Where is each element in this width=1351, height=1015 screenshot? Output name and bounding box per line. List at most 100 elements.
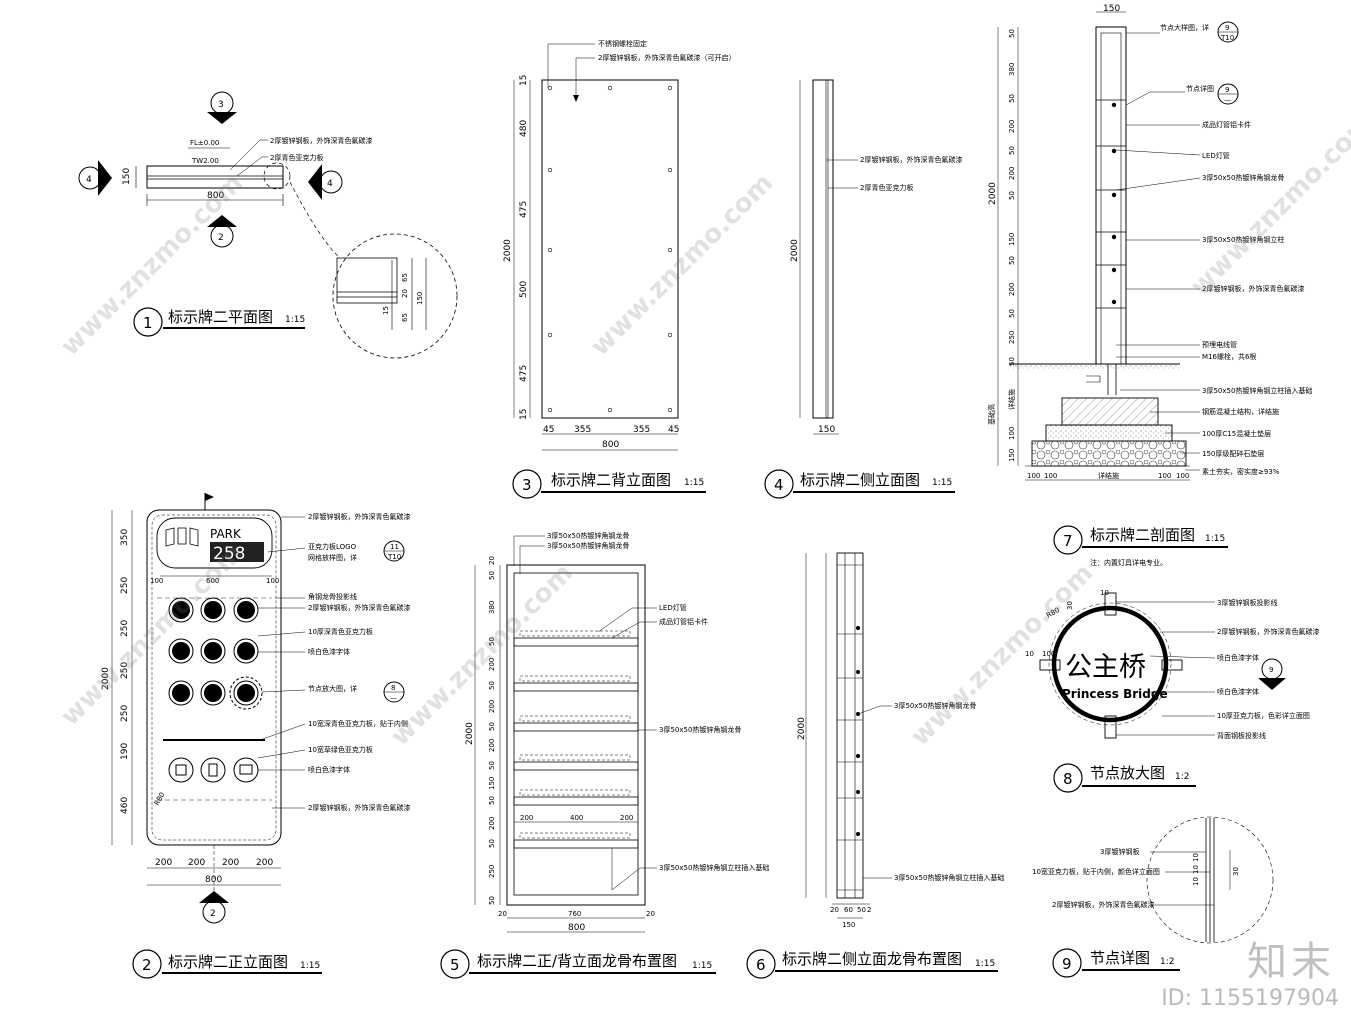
frameside-dim-2: 2 [867,906,871,914]
side-note-2: 2厚青色亚克力板 [860,183,913,192]
view-title-2: 2 标示牌二正立面图 1:15 [132,949,322,979]
section-dim-380: 380 [1008,63,1016,76]
svg-text:4: 4 [774,476,784,494]
section-bottom-100b: 100 [1044,472,1057,480]
front-dim-350: 350 [120,529,130,546]
svg-text:100厚C15混凝土垫层: 100厚C15混凝土垫层 [1202,429,1271,438]
node8-radius: R80 [1045,606,1061,620]
frame-side: 2000 3厚50x50热镀锌角钢龙骨 3厚50x50热镀锌角钢立柱插入基础 2… [797,552,1004,929]
view-title-8: 8 节点放大图 1:2 [1053,763,1196,793]
plan-tw-label: TW2.00 [191,157,219,165]
frame-notes: 3厚50x50热镀锌角钢龙骨 3厚50x50热镀锌角钢龙骨 LED灯管 成品灯管… [513,531,769,891]
svg-text:—: — [390,694,397,702]
view-title-1: 1 标示牌二平面图 1:15 [133,307,305,337]
front-top-dim-left: 100 [150,577,163,585]
svg-text:1:15: 1:15 [692,961,712,971]
front-bottom-marker: 2 [199,891,229,924]
svg-text:3厚50x50热镀锌角钢龙骨: 3厚50x50热镀锌角钢龙骨 [1202,173,1284,182]
svg-text:标示牌二正立面图: 标示牌二正立面图 [168,953,288,971]
front-dim-250c: 250 [120,662,130,679]
svg-text:5: 5 [450,956,460,974]
back-dim-top: 15 [519,75,529,86]
svg-text:喷白色漆字体: 喷白色漆字体 [308,765,350,774]
front-top-dim-mid: 600 [206,577,219,585]
frame-dim-50d: 50 [488,722,496,731]
front-radius: R80 [153,791,167,807]
frameside-note-1: 3厚50x50热镀锌角钢龙骨 [894,701,976,710]
svg-text:9: 9 [1269,666,1273,674]
back-dim-475b: 475 [519,365,529,382]
svg-text:1:15: 1:15 [975,959,995,969]
section-bottom-100d: 100 [1176,472,1189,480]
section-dim-50a: 50 [1008,29,1016,38]
image-id: ID: 1155197904 [1161,986,1339,1011]
view-title-9: 9 节点详图 1:2 [1052,948,1180,978]
svg-text:标示牌二平面图: 标示牌二平面图 [168,308,273,326]
svg-text:2: 2 [142,956,152,974]
svg-text:T10: T10 [1220,34,1234,42]
svg-text:LED灯管: LED灯管 [1202,151,1230,160]
view-title-6: 6 标示牌二侧立面龙骨布置图 1:15 [746,949,998,979]
svg-text:2: 2 [210,909,216,919]
frame-dim-50h: 50 [488,896,496,905]
plan-marker-left: 4 [78,160,112,196]
plan-view: 800 150 FL±0.00 TW2.00 2厚镀锌钢板，外饰深青色氟碳漆 2… [78,91,458,359]
svg-text:素土夯实，密实度≥93%: 素土夯实，密实度≥93% [1202,467,1280,476]
svg-text:8: 8 [391,684,395,692]
section-bottom-detail: 详结施 [1098,471,1119,480]
svg-text:钢筋混凝土结构，详结施: 钢筋混凝土结构，详结施 [1202,407,1279,416]
svg-text:2厚镀锌钢板，外饰深青色氟碳漆: 2厚镀锌钢板，外饰深青色氟碳漆 [1052,900,1154,909]
svg-text:10宽草绿色亚克力板: 10宽草绿色亚克力板 [308,745,373,754]
svg-text:3厚50x50热镀锌角钢立柱插入基础: 3厚50x50热镀锌角钢立柱插入基础 [659,863,769,872]
frameside-note-2: 3厚50x50热镀锌角钢立柱插入基础 [894,873,1004,882]
section-bottom-100c: 100 [1158,472,1171,480]
front-elevation: PARK 258 100 600 100 [101,493,410,924]
section-dim-50b: 50 [1008,94,1016,103]
back-elevation: 不锈钢螺栓固定 2厚镀锌钢板，外饰深青色氟碳漆（可开启） 15 480 475 … [503,39,735,451]
svg-text:1:15: 1:15 [300,961,320,971]
svg-text:网格放样图，详: 网格放样图，详 [308,553,357,562]
svg-text:亚克力板LOGO: 亚克力板LOGO [308,542,357,551]
frameside-dim-50: 50 [857,906,866,914]
frame-dim-200a: 200 [488,658,496,671]
frameside-dim-20: 20 [830,906,839,914]
back-dim-bottom: 15 [519,409,529,420]
front-dim-460: 460 [120,797,130,814]
plan-note-1: 2厚镀锌钢板，外饰深青色氟碳漆 [270,136,372,145]
frame-dim-50g: 50 [488,839,496,848]
node9-notes: 3厚镀锌钢板 10宽亚克力板，贴于内侧，颜色详立面图 2厚镀锌钢板，外饰深青色氟… [1032,847,1214,909]
section-dim-50e: 50 [1008,256,1016,265]
icon-row-3 [168,676,263,710]
svg-text:成品灯管铝卡件: 成品灯管铝卡件 [1202,120,1251,129]
frame-dim-50b: 50 [488,637,496,646]
frame-dim-150: 150 [488,777,496,790]
back-dim-355b: 355 [633,425,650,435]
frame-rails [513,637,639,849]
view-title-7: 7 标示牌二剖面图 1:15 注：内置灯具详电专业。 [1053,525,1228,567]
svg-text:预埋电线管: 预埋电线管 [1202,340,1237,349]
svg-text:9: 9 [1225,86,1229,94]
svg-text:3: 3 [522,476,532,494]
svg-text:成品灯管铝卡件: 成品灯管铝卡件 [659,617,708,626]
front-dim-250a: 250 [120,577,130,594]
node8-notes: 3厚镀锌钢板投影线 2厚镀锌钢板，外饰深青色氟碳漆 喷白色漆字体 喷白色漆字体 … [1116,598,1319,740]
svg-text:节点大样图，详: 节点大样图，详 [1160,23,1209,32]
back-total-h: 2000 [503,239,513,262]
frame-dim-200d: 200 [488,817,496,830]
frame-total-w: 800 [568,923,585,933]
section-dim-50c: 50 [1008,146,1016,155]
frame-inner-400: 400 [570,814,583,822]
section-ground-150: 150 [1008,449,1016,462]
svg-text:10厚亚克力板，色彩详立面图: 10厚亚克力板，色彩详立面图 [1217,711,1310,720]
back-dim-45a: 45 [543,425,554,435]
view-title-5: 5 标示牌二正/背立面龙骨布置图 1:15 [440,949,716,979]
plan-detail-65b: 65 [401,313,409,322]
frame-dim-h20b: 20 [646,910,655,918]
front-total-h: 2000 [101,667,111,690]
back-note-2: 2厚镀锌钢板，外饰深青色氟碳漆（可开启） [598,53,735,62]
svg-text:150厚级配碎石垫层: 150厚级配碎石垫层 [1202,449,1264,458]
node9-dim-10c: 10 [1192,877,1200,886]
front-dim-250d: 250 [120,705,130,722]
svg-text:10宽深青色亚克力板，贴于内侧: 10宽深青色亚克力板，贴于内侧 [308,719,408,728]
frame-dim-20: 20 [488,556,496,565]
